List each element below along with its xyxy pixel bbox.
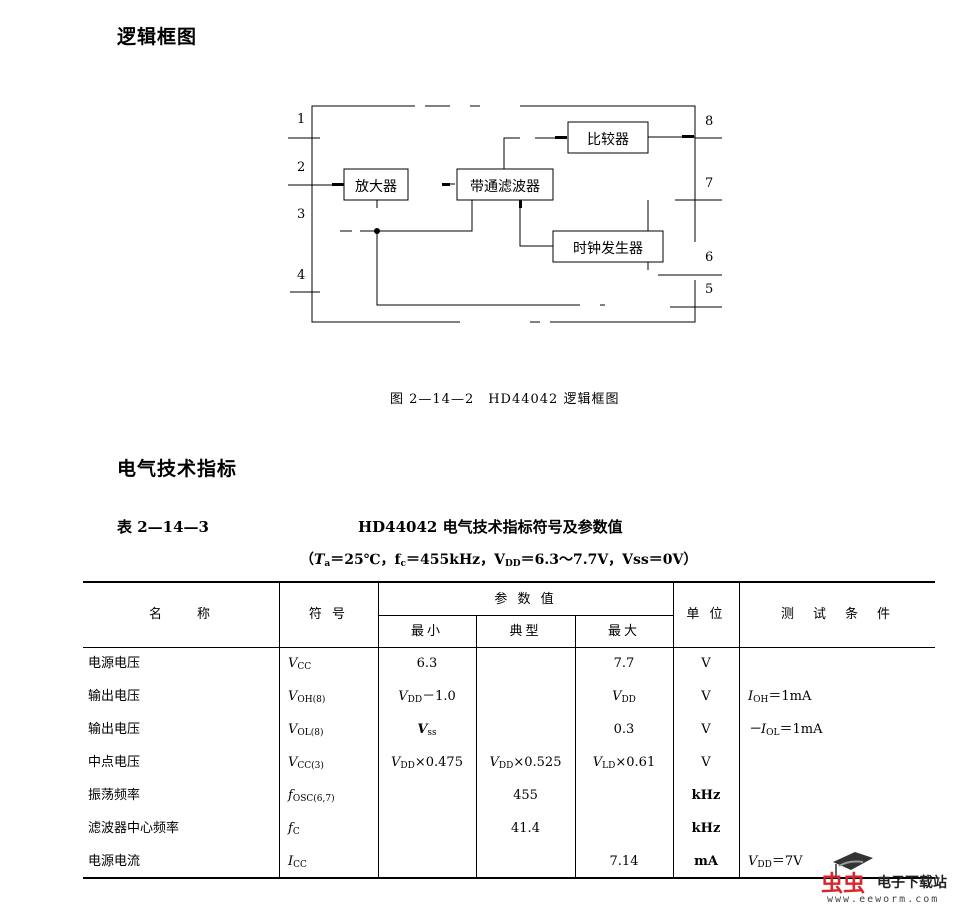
- row-max: VLD×0.61: [592, 755, 656, 771]
- header-min: 最小: [410, 624, 443, 639]
- row-symbol: VOL(8): [288, 722, 324, 738]
- col-divider: [378, 582, 379, 878]
- table-title: HD44042 电气技术指标符号及参数值: [358, 518, 623, 536]
- row-name: 滤波器中心频率: [88, 821, 180, 836]
- row-symbol: fOSC(6,7): [288, 788, 335, 804]
- row-min: VDD×0.475: [391, 755, 463, 771]
- pin-7-label: 7: [705, 176, 714, 191]
- section-title-logic-diagram: 逻辑框图: [117, 26, 198, 48]
- row-name: 振荡频率: [88, 788, 141, 803]
- col-divider: [476, 616, 477, 878]
- row-unit: V: [701, 656, 711, 671]
- graduation-cap-icon: [833, 852, 873, 876]
- row-min: 6.3: [416, 656, 438, 671]
- row-name: 电源电流: [88, 854, 141, 869]
- pin-6-label: 6: [705, 250, 714, 265]
- row-unit: kHz: [691, 788, 721, 803]
- header-params: 参 数 值: [494, 592, 557, 607]
- row-min: VDD－1.0: [398, 689, 456, 705]
- watermark-url: www.eeworm.com: [827, 894, 940, 905]
- pin-5-label: 5: [705, 282, 714, 297]
- row-max: 7.14: [609, 854, 639, 869]
- diagram-lines: [288, 105, 722, 323]
- row-symbol: VCC: [288, 656, 312, 672]
- clock-generator-block: 时钟发生器: [573, 241, 643, 257]
- pin-4-label: 4: [297, 268, 306, 283]
- watermark: 虫虫 电子下载站 www.eeworm.com: [815, 848, 960, 909]
- row-typ: 41.4: [511, 821, 540, 836]
- row-max: VDD: [612, 689, 636, 705]
- section-title-electrical-specs: 电气技术指标: [117, 458, 238, 480]
- col-divider: [739, 582, 740, 878]
- bandpass-filter-block: 带通滤波器: [470, 179, 540, 195]
- row-typ: VDD×0.525: [489, 755, 562, 771]
- row-unit: V: [701, 689, 711, 704]
- row-max: 0.3: [613, 722, 635, 737]
- table-conditions: （Ta＝25℃，fc＝455kHz，VDD＝6.3～7.7V，Vss＝0V）: [300, 552, 698, 569]
- row-name: 输出电压: [88, 722, 141, 737]
- pin-8-label: 8: [705, 114, 714, 129]
- table-header-split-rule: [378, 615, 673, 616]
- col-divider: [673, 582, 674, 878]
- row-unit: mA: [694, 854, 718, 869]
- row-unit: kHz: [691, 821, 721, 836]
- header-typ: 典型: [509, 624, 542, 639]
- row-condition: VDD＝7V: [748, 854, 803, 870]
- header-unit: 单 位: [686, 607, 726, 622]
- table-bottom-rule: [83, 877, 935, 879]
- pin-3-label: 3: [297, 207, 306, 222]
- table-label: 表 2—14—3: [117, 518, 209, 536]
- row-symbol: fC: [288, 821, 300, 837]
- row-symbol: VOH(8): [288, 689, 326, 705]
- row-max: 7.7: [613, 656, 635, 671]
- row-symbol: VCC(3): [288, 755, 324, 771]
- watermark-site-name: 电子下载站: [877, 875, 947, 891]
- table-header-rule: [83, 647, 935, 648]
- logic-block-diagram: 1 2 3 4 5 6 7 8 放大器 带通滤波器 比较器 时钟发生器: [280, 90, 740, 340]
- row-name: 输出电压: [88, 689, 141, 704]
- header-test-conditions: 测 试 条 件: [780, 607, 893, 622]
- pin-2-label: 2: [297, 160, 306, 175]
- row-condition: IOH＝1mA: [748, 689, 812, 705]
- row-condition: －IOL＝1mA: [748, 722, 823, 738]
- header-max: 最大: [607, 624, 640, 639]
- amplifier-block: 放大器: [355, 179, 397, 195]
- row-unit: V: [701, 755, 711, 770]
- table-top-rule: [83, 581, 935, 583]
- row-name: 中点电压: [88, 755, 141, 770]
- row-symbol: ICC: [288, 854, 307, 870]
- header-name: 名 称: [148, 607, 213, 622]
- row-name: 电源电压: [88, 656, 141, 671]
- figure-caption: 图 2—14—2 HD44042 逻辑框图: [390, 392, 620, 407]
- row-typ: 455: [513, 788, 538, 803]
- comparator-block: 比较器: [587, 132, 629, 148]
- watermark-logo: 虫虫: [821, 872, 866, 897]
- col-divider: [575, 616, 576, 878]
- header-symbol: 符 号: [308, 607, 349, 622]
- pin-1-label: 1: [297, 112, 306, 127]
- row-unit: V: [701, 722, 711, 737]
- col-divider: [279, 582, 280, 878]
- row-min: Vss: [417, 722, 437, 738]
